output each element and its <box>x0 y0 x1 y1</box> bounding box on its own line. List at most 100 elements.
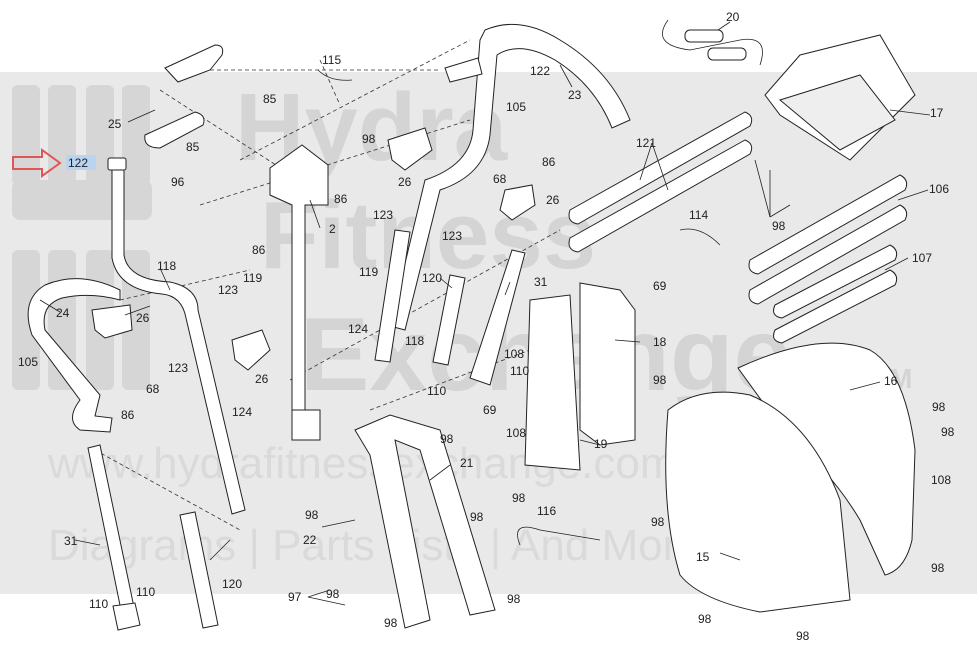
part-label-86: 86 <box>334 192 348 206</box>
part-label-98: 98 <box>362 132 376 146</box>
console-17 <box>764 34 916 161</box>
part-label-118: 118 <box>157 259 176 273</box>
handlebar-grip-25 <box>144 44 224 149</box>
part-label-124: 124 <box>348 322 368 336</box>
part-label-98: 98 <box>796 629 810 643</box>
part-label-97: 97 <box>288 590 302 604</box>
leg-tube-31-left <box>87 444 141 631</box>
part-label-26: 26 <box>136 311 150 325</box>
part-label-118: 118 <box>405 334 424 348</box>
cover-18 <box>579 282 636 446</box>
part-label-98: 98 <box>326 587 340 601</box>
part-label-107: 107 <box>912 251 932 265</box>
part-label-85: 85 <box>186 140 200 154</box>
bracket-26-parts <box>91 127 536 371</box>
part-label-105: 105 <box>506 100 526 114</box>
highlight-arrow-icon <box>12 148 96 178</box>
highlight-label-background <box>66 155 96 170</box>
part-label-85: 85 <box>263 92 277 106</box>
cover-19 <box>524 294 581 471</box>
part-label-108: 108 <box>931 473 951 487</box>
part-label-68: 68 <box>493 172 507 186</box>
leader-lines <box>39 21 931 606</box>
part-label-86: 86 <box>542 155 556 169</box>
center-frame-2 <box>269 144 329 441</box>
part-label-17: 17 <box>930 106 944 120</box>
part-label-69: 69 <box>483 403 497 417</box>
part-label-105: 105 <box>18 355 38 369</box>
part-label-19: 19 <box>594 437 608 451</box>
handle-loop-24 <box>27 278 121 433</box>
part-label-123: 123 <box>373 208 393 222</box>
link-arm-31-right <box>469 249 526 386</box>
part-label-120: 120 <box>222 577 242 591</box>
part-label-110: 110 <box>510 364 529 378</box>
part-label-86: 86 <box>121 408 135 422</box>
part-label-20: 20 <box>726 10 740 24</box>
part-label-115: 115 <box>322 53 341 67</box>
part-label-26: 26 <box>546 193 560 207</box>
part-label-31: 31 <box>534 275 548 289</box>
part-label-68: 68 <box>146 382 160 396</box>
part-label-2: 2 <box>329 222 336 236</box>
sleeve-120-right <box>432 274 466 366</box>
part-label-98: 98 <box>941 425 955 439</box>
part-label-96: 96 <box>171 175 185 189</box>
part-label-114: 114 <box>689 208 708 222</box>
cord-115 <box>317 69 353 81</box>
part-label-31: 31 <box>64 534 78 548</box>
part-label-25: 25 <box>108 117 122 131</box>
part-label-119: 119 <box>243 271 262 285</box>
part-labels: 20 115 122 122 23 85 85 25 96 98 86 86 8… <box>18 10 955 643</box>
frame-21-22 <box>354 414 496 629</box>
part-label-98: 98 <box>931 561 945 575</box>
part-label-98: 98 <box>512 491 526 505</box>
part-label-98: 98 <box>653 373 667 387</box>
cord-116 <box>517 526 601 546</box>
part-label-98: 98 <box>305 508 319 522</box>
cable-20 <box>662 19 763 66</box>
part-label-110: 110 <box>136 585 155 599</box>
part-label-123: 123 <box>218 283 238 297</box>
part-label-22: 22 <box>303 533 317 547</box>
part-label-121: 121 <box>636 136 656 150</box>
part-label-106: 106 <box>929 182 949 196</box>
part-label-124: 124 <box>232 405 252 419</box>
watermark-url: www.hydrafitnessexchange.com <box>47 439 677 488</box>
part-label-18: 18 <box>653 335 667 349</box>
part-label-26: 26 <box>398 175 412 189</box>
arm-118-right <box>374 229 411 363</box>
part-label-98: 98 <box>440 432 454 446</box>
part-label-123: 123 <box>168 361 188 375</box>
tubes-106 <box>748 174 908 305</box>
part-label-98: 98 <box>651 515 665 529</box>
sleeve-120-left <box>179 511 219 629</box>
part-label-116: 116 <box>537 504 556 518</box>
watermark-tagline: Diagrams | Parts Lists | And More <box>48 521 702 570</box>
part-label-110: 110 <box>427 384 446 398</box>
part-label-24: 24 <box>56 306 70 320</box>
tubes-107 <box>773 244 898 344</box>
cord-114 <box>679 228 721 246</box>
part-label-122: 122 <box>530 64 550 78</box>
part-label-23: 23 <box>568 88 582 102</box>
part-label-108: 108 <box>506 426 526 440</box>
part-label-110: 110 <box>89 597 108 611</box>
highlight-arrow-shape <box>12 148 62 178</box>
part-label-98: 98 <box>772 219 786 233</box>
shroud-15 <box>665 391 851 613</box>
part-label-98: 98 <box>698 612 712 626</box>
part-label-98: 98 <box>507 592 521 606</box>
part-label-122-highlighted: 122 <box>68 156 88 170</box>
part-label-98: 98 <box>470 510 484 524</box>
left-arm-tube-118 <box>107 157 246 515</box>
part-label-108: 108 <box>504 347 524 361</box>
part-label-123: 123 <box>442 229 462 243</box>
part-label-120: 120 <box>422 271 442 285</box>
part-label-15: 15 <box>696 550 710 564</box>
shroud-16 <box>737 342 916 576</box>
part-label-16: 16 <box>884 374 898 388</box>
right-arm-23 <box>389 23 631 331</box>
part-label-26: 26 <box>255 372 269 386</box>
